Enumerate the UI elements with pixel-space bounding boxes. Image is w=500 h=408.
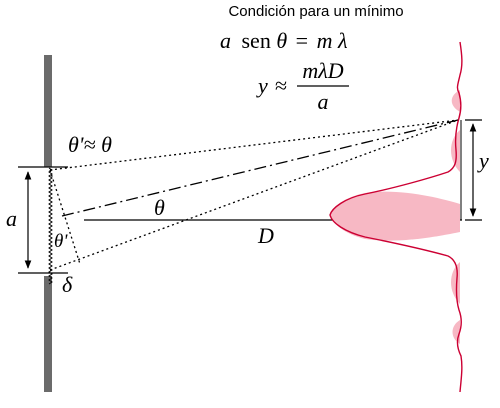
eq-m: m (317, 28, 333, 53)
label-y: y (477, 148, 489, 173)
intensity-fill-side-upper (451, 90, 460, 172)
eq-sen: sen (242, 28, 271, 53)
intensity-fill-side-lower (451, 262, 460, 344)
barrier-top (44, 55, 52, 167)
label-a: a (6, 206, 17, 231)
eq-y-lhs: y (256, 73, 268, 98)
label-theta: θ (154, 195, 165, 220)
eq-theta: θ (276, 28, 287, 53)
eq-lambda: λ (337, 28, 348, 53)
eq-equals: = (296, 28, 308, 53)
eq-a: a (220, 28, 231, 53)
label-D: D (257, 223, 274, 248)
label-theta-prime-approx: θ'≈ θ (68, 132, 112, 157)
ray-top (49, 119, 459, 171)
label-theta-prime: θ' (54, 231, 68, 252)
barrier-bottom (44, 276, 52, 392)
intensity-curve (329, 41, 463, 393)
eq-y-denominator: a (318, 89, 329, 114)
eq-minimum: a sen θ = m λ (220, 28, 347, 53)
eq-y-approx: ≈ (275, 73, 287, 98)
caption: Condición para un mínimo (228, 3, 403, 20)
label-delta: δ (62, 272, 73, 297)
intensity-fill (330, 191, 460, 241)
path-difference-line (49, 169, 81, 265)
slit-aperture (48, 167, 53, 285)
eq-y-numerator: mλD (302, 58, 343, 83)
ray-center (61, 119, 459, 217)
